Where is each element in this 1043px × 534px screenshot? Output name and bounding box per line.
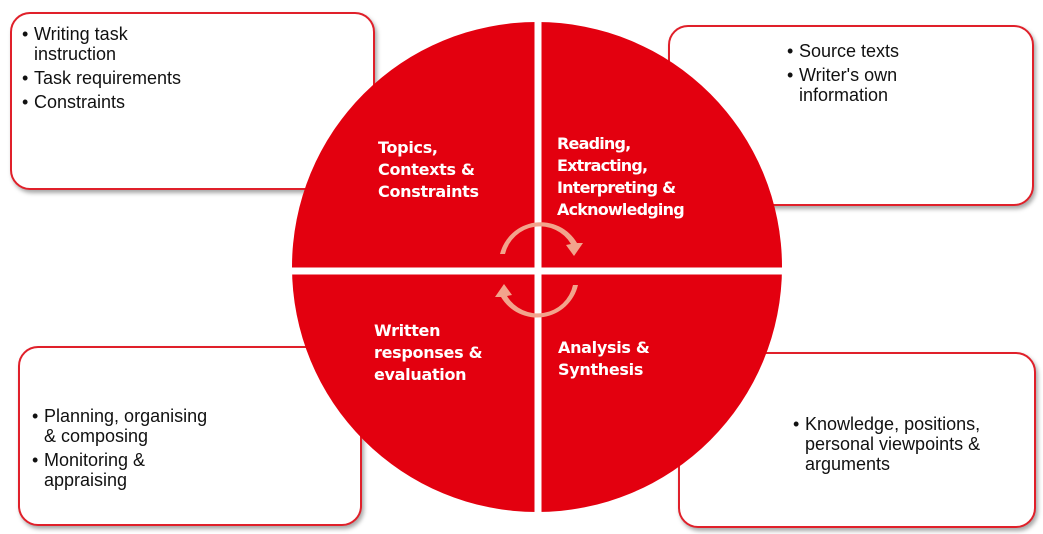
top-right-list: Source texts Writer's own information (787, 41, 899, 109)
bottom-left-box: Planning, organising & composing Monitor… (18, 346, 362, 526)
quadrant-label-topics: Topics, Contexts & Constraints (378, 138, 479, 201)
bottom-right-list: Knowledge, positions, personal viewpoint… (793, 414, 980, 478)
bottom-left-list: Planning, organising & composing Monitor… (32, 406, 207, 494)
list-item: Writing task instruction (22, 24, 181, 64)
quadrant-bottom-left (292, 267, 537, 512)
list-item: Writer's own information (787, 65, 899, 105)
list-item: Planning, organising & composing (32, 406, 207, 446)
top-left-box: Writing task instruction Task requiremen… (10, 12, 375, 190)
quadrant-label-reading: Reading, Extracting, Interpreting & Ackn… (557, 134, 685, 219)
list-item: Constraints (22, 92, 181, 112)
quadrant-top-right (537, 22, 782, 267)
cycle-arrows-icon (495, 222, 583, 318)
list-item: Knowledge, positions, personal viewpoint… (793, 414, 980, 474)
quadrant-label-analysis: Analysis & Synthesis (558, 338, 650, 379)
quadrant-top-left (292, 22, 537, 267)
list-item: Monitoring & appraising (32, 450, 207, 490)
list-item: Task requirements (22, 68, 181, 88)
top-left-list: Writing task instruction Task requiremen… (22, 24, 181, 116)
quadrant-label-written: Written responses & evaluation (374, 321, 483, 384)
quadrant-bottom-right (537, 267, 782, 512)
list-item: Source texts (787, 41, 899, 61)
